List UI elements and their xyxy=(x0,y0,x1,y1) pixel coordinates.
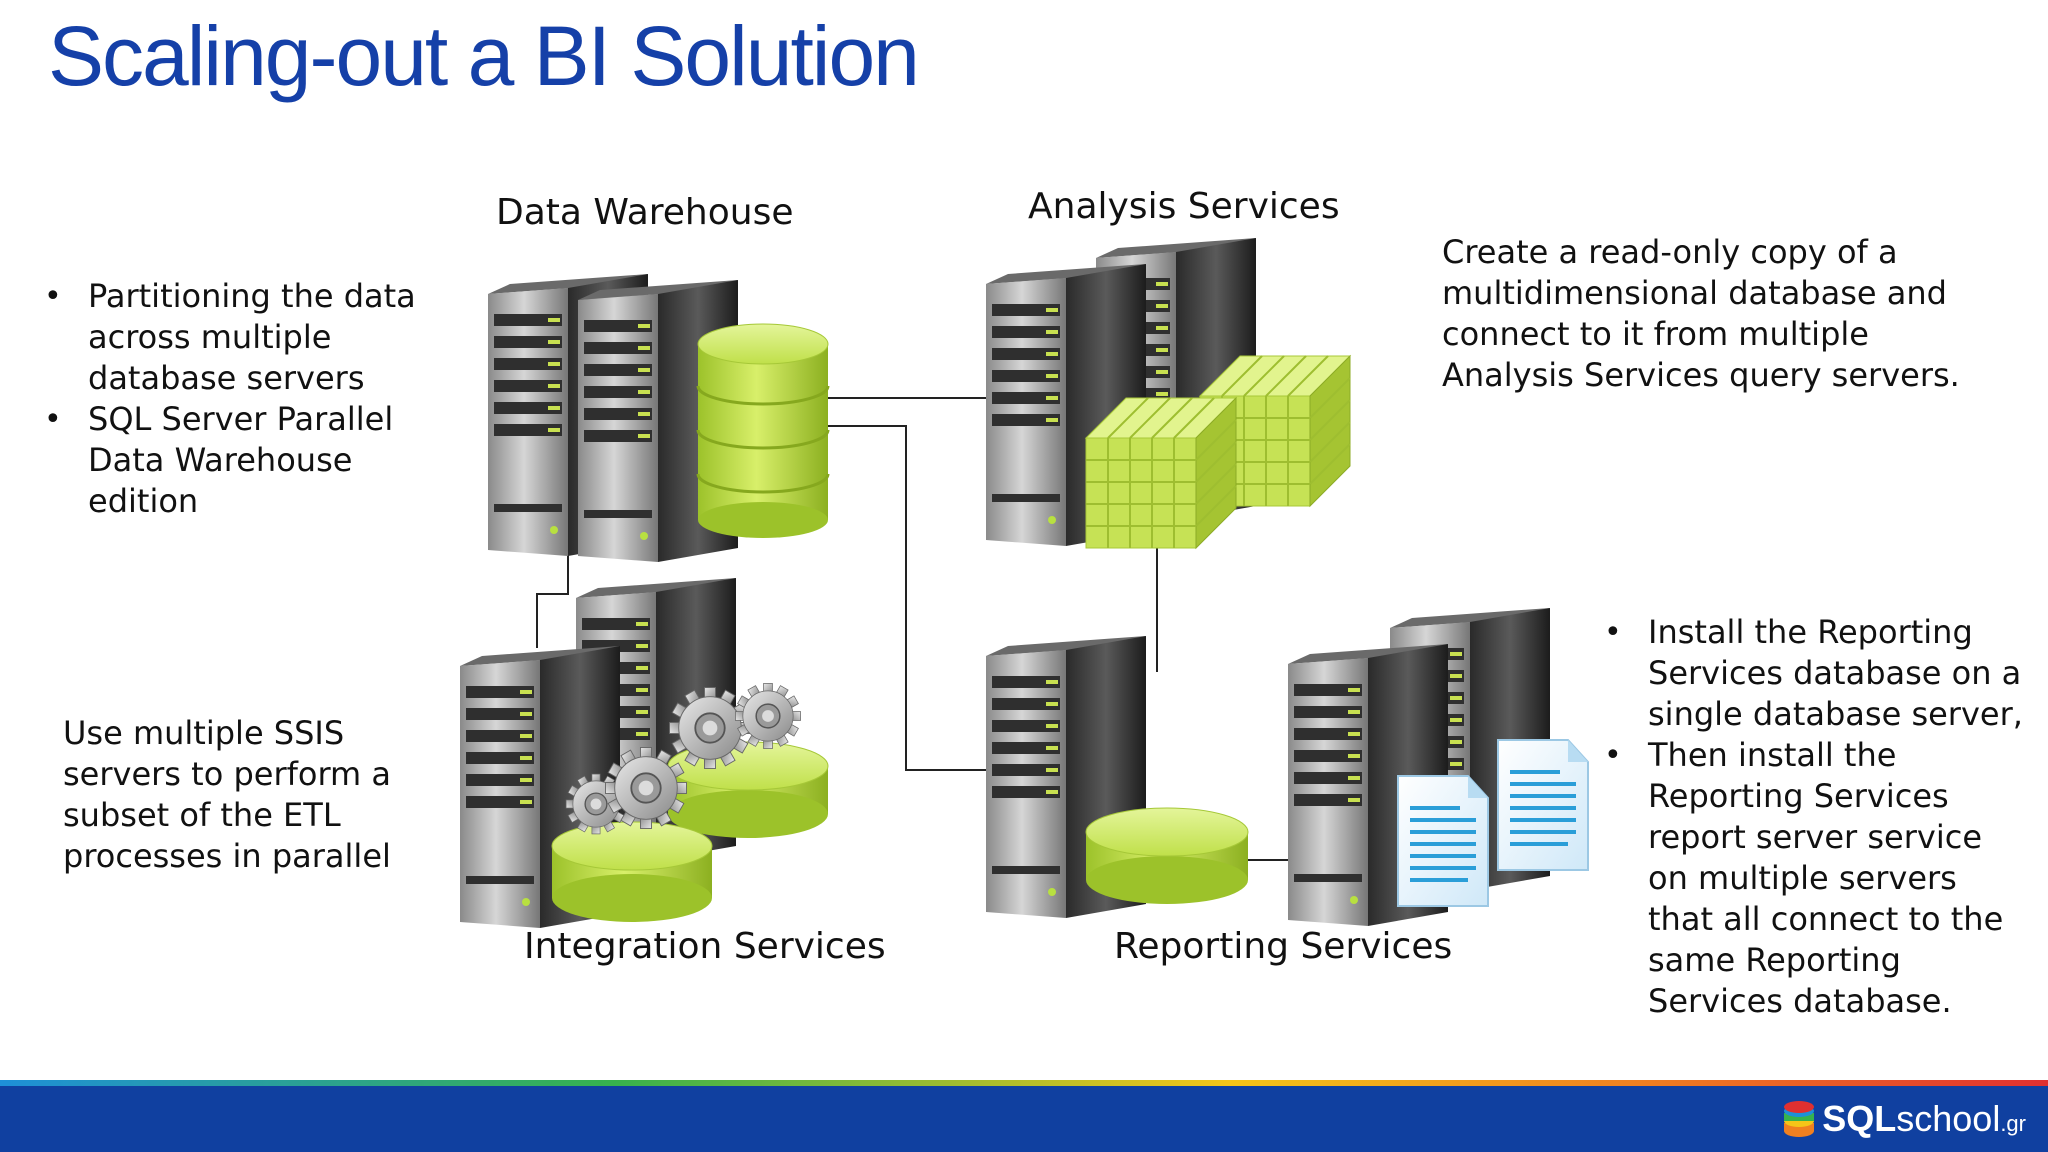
connector-line xyxy=(826,425,986,771)
reporting-services-label: Reporting Services xyxy=(1114,926,1453,967)
gears-icon xyxy=(734,682,802,750)
bullet-item: Partitioning the data across multiple da… xyxy=(44,276,424,399)
bullet-item: SQL Server Parallel Data Warehouse editi… xyxy=(44,399,424,522)
reporting-services-group xyxy=(986,608,1590,926)
database-cylinder-icon xyxy=(551,821,713,922)
database-cylinder-icon xyxy=(1085,807,1249,904)
bullet-item: Then install the Reporting Services repo… xyxy=(1604,735,2024,1022)
logo-text-bold: SQL xyxy=(1822,1098,1897,1139)
connector-lines xyxy=(536,397,1290,861)
integration-services-group xyxy=(460,578,829,928)
reporting-bullets: Install the Reporting Services database … xyxy=(1604,612,2024,1022)
integration-services-label: Integration Services xyxy=(524,926,886,967)
analysis-note-text: Create a read-only copy of a multidimens… xyxy=(1442,233,1960,394)
database-stack-icon xyxy=(1784,1101,1815,1137)
report-document-icon xyxy=(1496,738,1590,872)
footer-bar: SQLschool.gr xyxy=(0,1086,2048,1152)
logo-text-light: school xyxy=(1896,1098,2001,1139)
data-warehouse-label: Data Warehouse xyxy=(496,192,794,233)
ssis-note: Use multiple SSIS servers to perform a s… xyxy=(63,713,393,877)
slide-title: Scaling-out a BI Solution xyxy=(48,9,920,103)
olap-cube-icon xyxy=(1085,397,1237,549)
database-cylinder-icon xyxy=(696,323,830,538)
analysis-note: Create a read-only copy of a multidimens… xyxy=(1442,232,2002,396)
data-warehouse-group xyxy=(488,274,830,562)
footer-color-stripe xyxy=(0,1080,2048,1086)
analysis-services-group xyxy=(986,238,1351,549)
sqlschool-logo: SQLschool.gr xyxy=(1782,1096,2026,1142)
partitioning-bullets: Partitioning the data across multiple da… xyxy=(44,276,424,522)
database-cylinder-icon xyxy=(667,741,829,838)
analysis-services-label: Analysis Services xyxy=(1028,186,1340,227)
connector-line xyxy=(536,540,569,648)
report-document-icon xyxy=(1396,774,1490,908)
bullet-item: Install the Reporting Services database … xyxy=(1604,612,2024,735)
logo-text: SQLschool.gr xyxy=(1822,1098,2026,1140)
ssis-note-text: Use multiple SSIS servers to perform a s… xyxy=(63,714,391,875)
logo-text-suffix: .gr xyxy=(2000,1111,2026,1136)
